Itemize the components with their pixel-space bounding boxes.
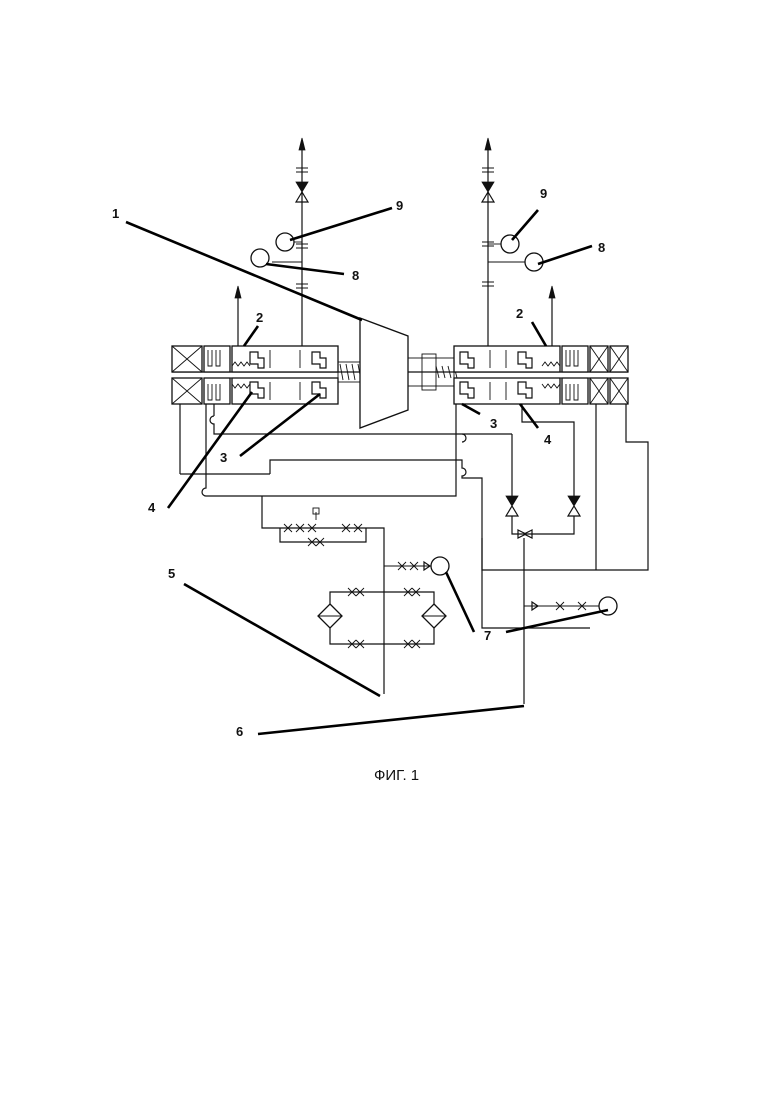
- label-8-left: 8: [352, 268, 359, 283]
- right-housing: [454, 346, 628, 404]
- label-8-right: 8: [598, 240, 605, 255]
- label-4-right: 4: [544, 432, 552, 447]
- leader-lines: [126, 208, 608, 734]
- label-9-left: 9: [396, 198, 403, 213]
- left-housing: [172, 346, 338, 404]
- label-9-right: 9: [540, 186, 547, 201]
- label-7: 7: [484, 628, 491, 643]
- figure-caption: ФИГ. 1: [374, 767, 419, 784]
- pressure-gauges: [251, 233, 617, 615]
- label-2-left: 2: [256, 310, 263, 325]
- label-1: 1: [112, 206, 119, 221]
- label-5: 5: [168, 566, 175, 581]
- label-4-left: 4: [148, 500, 156, 515]
- label-6: 6: [236, 724, 243, 739]
- gauge-9-left: [276, 233, 294, 251]
- label-3-left: 3: [220, 450, 227, 465]
- gauge-9-right: [501, 235, 519, 253]
- compressor-wheel: [360, 318, 408, 428]
- label-3-right: 3: [490, 416, 497, 431]
- label-2-right: 2: [516, 306, 523, 321]
